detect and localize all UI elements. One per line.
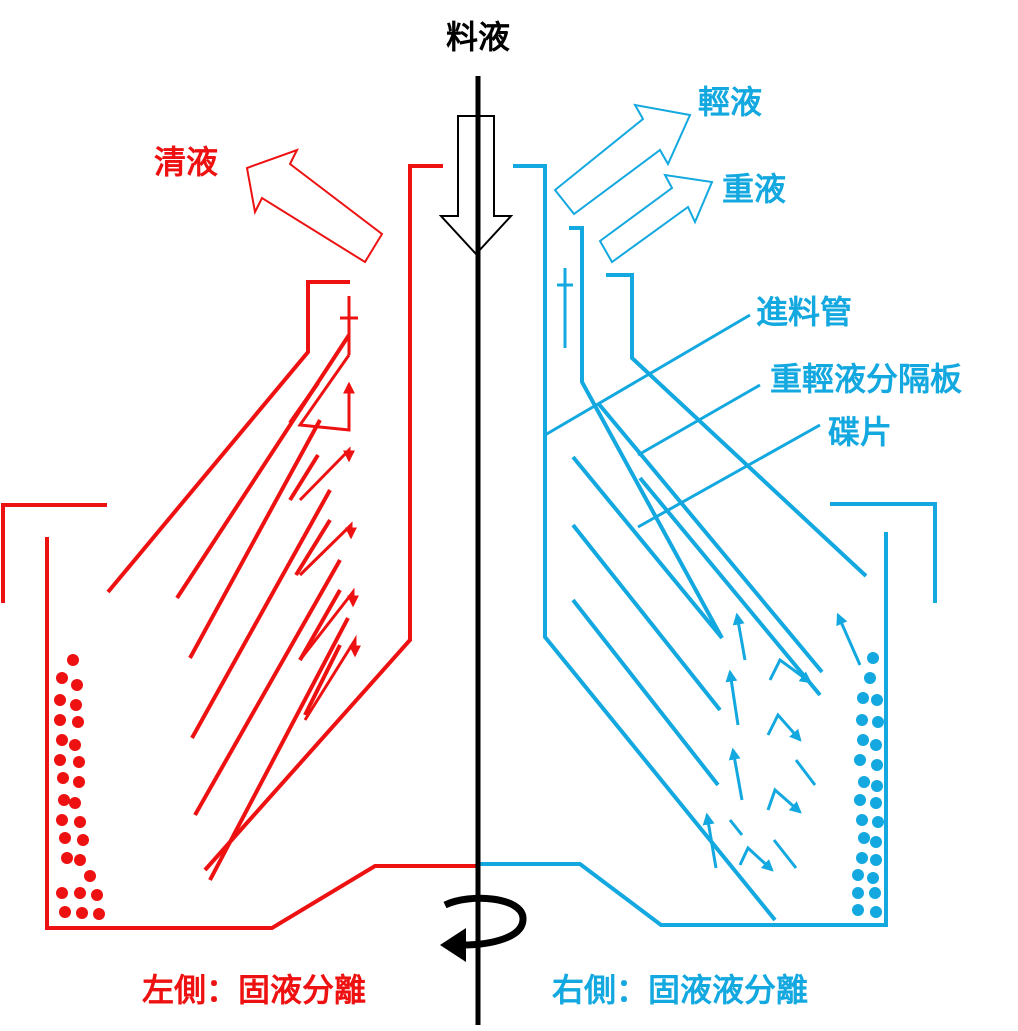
light-liquid-label: 輕液 xyxy=(698,83,762,121)
right-light-channel xyxy=(606,273,868,578)
right-casing xyxy=(830,502,937,603)
left-bowl-wall xyxy=(45,537,478,930)
left-sediment xyxy=(54,654,105,920)
central-axis xyxy=(438,76,527,1025)
clear-liquid-label: 清液 xyxy=(154,143,218,181)
right-side-drawing xyxy=(478,103,937,927)
left-side-drawing xyxy=(1,148,478,930)
heavy-liquid-arrow xyxy=(598,173,714,264)
right-sediment xyxy=(852,652,884,918)
separator-plate-label: 重輕液分隔板 xyxy=(770,360,962,398)
right-heavy-channel xyxy=(569,226,724,639)
right-separator-plate xyxy=(596,401,824,674)
right-bowl-wall xyxy=(478,532,888,927)
right-discs xyxy=(571,455,822,787)
right-caption: 右側：固液液分離 xyxy=(552,971,808,1009)
left-inner-wall xyxy=(203,164,443,872)
discs-label: 碟片 xyxy=(828,413,892,451)
left-outlet-hook xyxy=(106,280,350,594)
heavy-liquid-label: 重液 xyxy=(722,170,786,208)
right-leader-lines xyxy=(544,313,821,529)
right-flow-arrows xyxy=(702,612,862,872)
feed-label: 料液 xyxy=(446,18,510,56)
rotation-arrow xyxy=(443,894,527,949)
left-caption: 左側：固液分離 xyxy=(142,971,366,1009)
left-casing xyxy=(1,503,107,603)
left-flow-path xyxy=(297,296,361,721)
light-liquid-arrow xyxy=(553,103,692,216)
right-inner-wall xyxy=(513,164,777,922)
clear-liquid-arrow xyxy=(245,148,384,264)
feed-pipe-label: 進料管 xyxy=(756,293,852,331)
left-discs xyxy=(175,333,351,881)
